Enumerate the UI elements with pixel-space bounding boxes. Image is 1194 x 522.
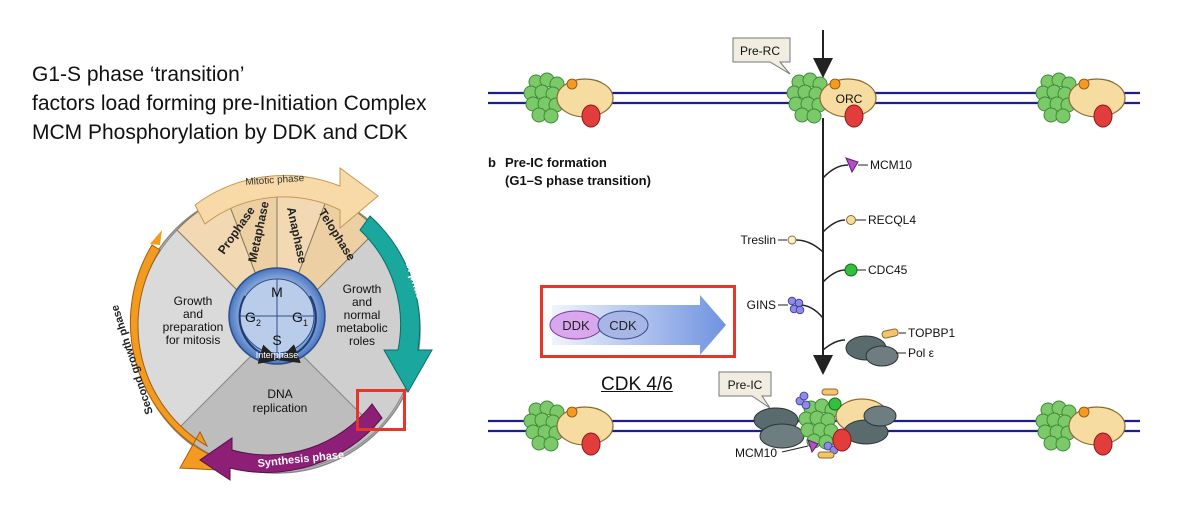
pre-rc-complex-right-top	[1036, 73, 1125, 127]
mcm10-bottom-leader	[781, 445, 809, 453]
cdk46-label: CDK 4/6	[601, 374, 673, 395]
ddk-label: DDK	[562, 318, 590, 333]
mitotic-phase-arrow	[194, 167, 379, 230]
interphase-arrow-left	[238, 295, 280, 364]
g2-text-4: for mitosis	[166, 333, 221, 347]
g1-sector-text: Growth and normal metabolic roles	[336, 282, 387, 348]
s-sector-text: DNA replication	[253, 387, 308, 415]
ddk-cdk-arrow-graphic: DDK CDK	[549, 295, 726, 355]
pol-label: Pol ε	[908, 346, 935, 360]
panel-b-letter: b	[488, 155, 496, 170]
pre-rc-complex-left-top	[524, 73, 613, 127]
second-growth-arrow	[129, 244, 219, 471]
g1-text-1: Growth	[343, 282, 382, 296]
headline-line-3: MCM Phosphorylation by DDK and CDK	[32, 121, 408, 144]
g1-s-transition-highlight-box	[356, 389, 406, 431]
pre-rc-complex-left-bottom	[524, 401, 613, 455]
panel-b-title-1: Pre-IC formation	[505, 155, 607, 170]
recql4-icon	[846, 215, 856, 225]
pol-branch	[822, 339, 846, 351]
core-m-label: M	[271, 284, 283, 300]
g1-text-5: roles	[349, 334, 375, 348]
topbp1-icon	[881, 328, 899, 339]
gins-label: GINS	[747, 298, 776, 312]
first-growth-arrow	[359, 215, 433, 394]
mitotic-phase-label: Mitotic phase	[245, 173, 305, 188]
pre-ic-callout: Pre-IC	[718, 371, 772, 409]
pol-epsilon-icon	[845, 335, 899, 367]
s-text-1: DNA	[267, 387, 292, 401]
synthesis-arrow	[199, 403, 383, 481]
g2-text-3: preparation	[163, 320, 224, 334]
g1-text-4: metabolic	[336, 321, 387, 335]
g2-text-2: and	[183, 307, 203, 321]
recql4-label: RECQL4	[868, 213, 916, 227]
headline-line-1: G1-S phase ‘transition’	[32, 63, 245, 86]
treslin-branch	[795, 239, 824, 253]
gins-icon	[787, 296, 805, 315]
core-s-label: S	[272, 332, 281, 348]
cdk-label: CDK	[609, 318, 637, 333]
pre-ic-label: Pre-IC	[728, 378, 763, 392]
recql4-branch	[822, 219, 846, 233]
mcm10-bottom-label: MCM10	[735, 446, 777, 460]
treslin-icon	[787, 235, 797, 245]
panel-b-title-2: (G1–S phase transition)	[505, 173, 651, 188]
g1-text-2: and	[352, 295, 372, 309]
g2-sector-text: Growth and preparation for mitosis	[163, 294, 224, 347]
pre-rc-complex-right-bottom	[1036, 401, 1125, 455]
treslin-label: Treslin	[740, 233, 776, 247]
pre-ic-complex	[753, 388, 897, 459]
cdc45-icon	[844, 263, 858, 277]
s-text-2: replication	[253, 401, 308, 415]
pre-rc-complex-center-top	[787, 73, 876, 127]
mcm10-label: MCM10	[870, 158, 912, 172]
cdc45-label: CDC45	[868, 263, 908, 277]
pre-rc-label: Pre-RC	[740, 44, 780, 58]
core-g1-label: G1	[292, 309, 308, 328]
core-g2-label: G2	[245, 309, 261, 328]
pre-rc-callout: Pre-RC	[732, 37, 791, 75]
second-growth-arrowhead	[150, 230, 162, 245]
g2-text-1: Growth	[174, 294, 213, 308]
orc-label: ORC	[836, 92, 863, 106]
headline-line-2: factors load forming pre-Initiation Comp…	[32, 92, 427, 115]
mcm10-branch	[822, 164, 849, 179]
interphase-arrow-right	[278, 295, 317, 364]
interphase-label: Interphase	[256, 350, 299, 360]
topbp1-label: TOPBP1	[908, 326, 955, 340]
cell-cycle-wheel: Mitotic phase Prophase Metaphase Anaphas…	[109, 167, 433, 481]
ddk-cdk-highlight-box	[540, 285, 736, 358]
mcm10-icon	[845, 157, 859, 174]
cdc45-branch	[822, 269, 846, 283]
g1-text-3: normal	[344, 308, 381, 322]
cdk-bubble	[597, 310, 649, 340]
